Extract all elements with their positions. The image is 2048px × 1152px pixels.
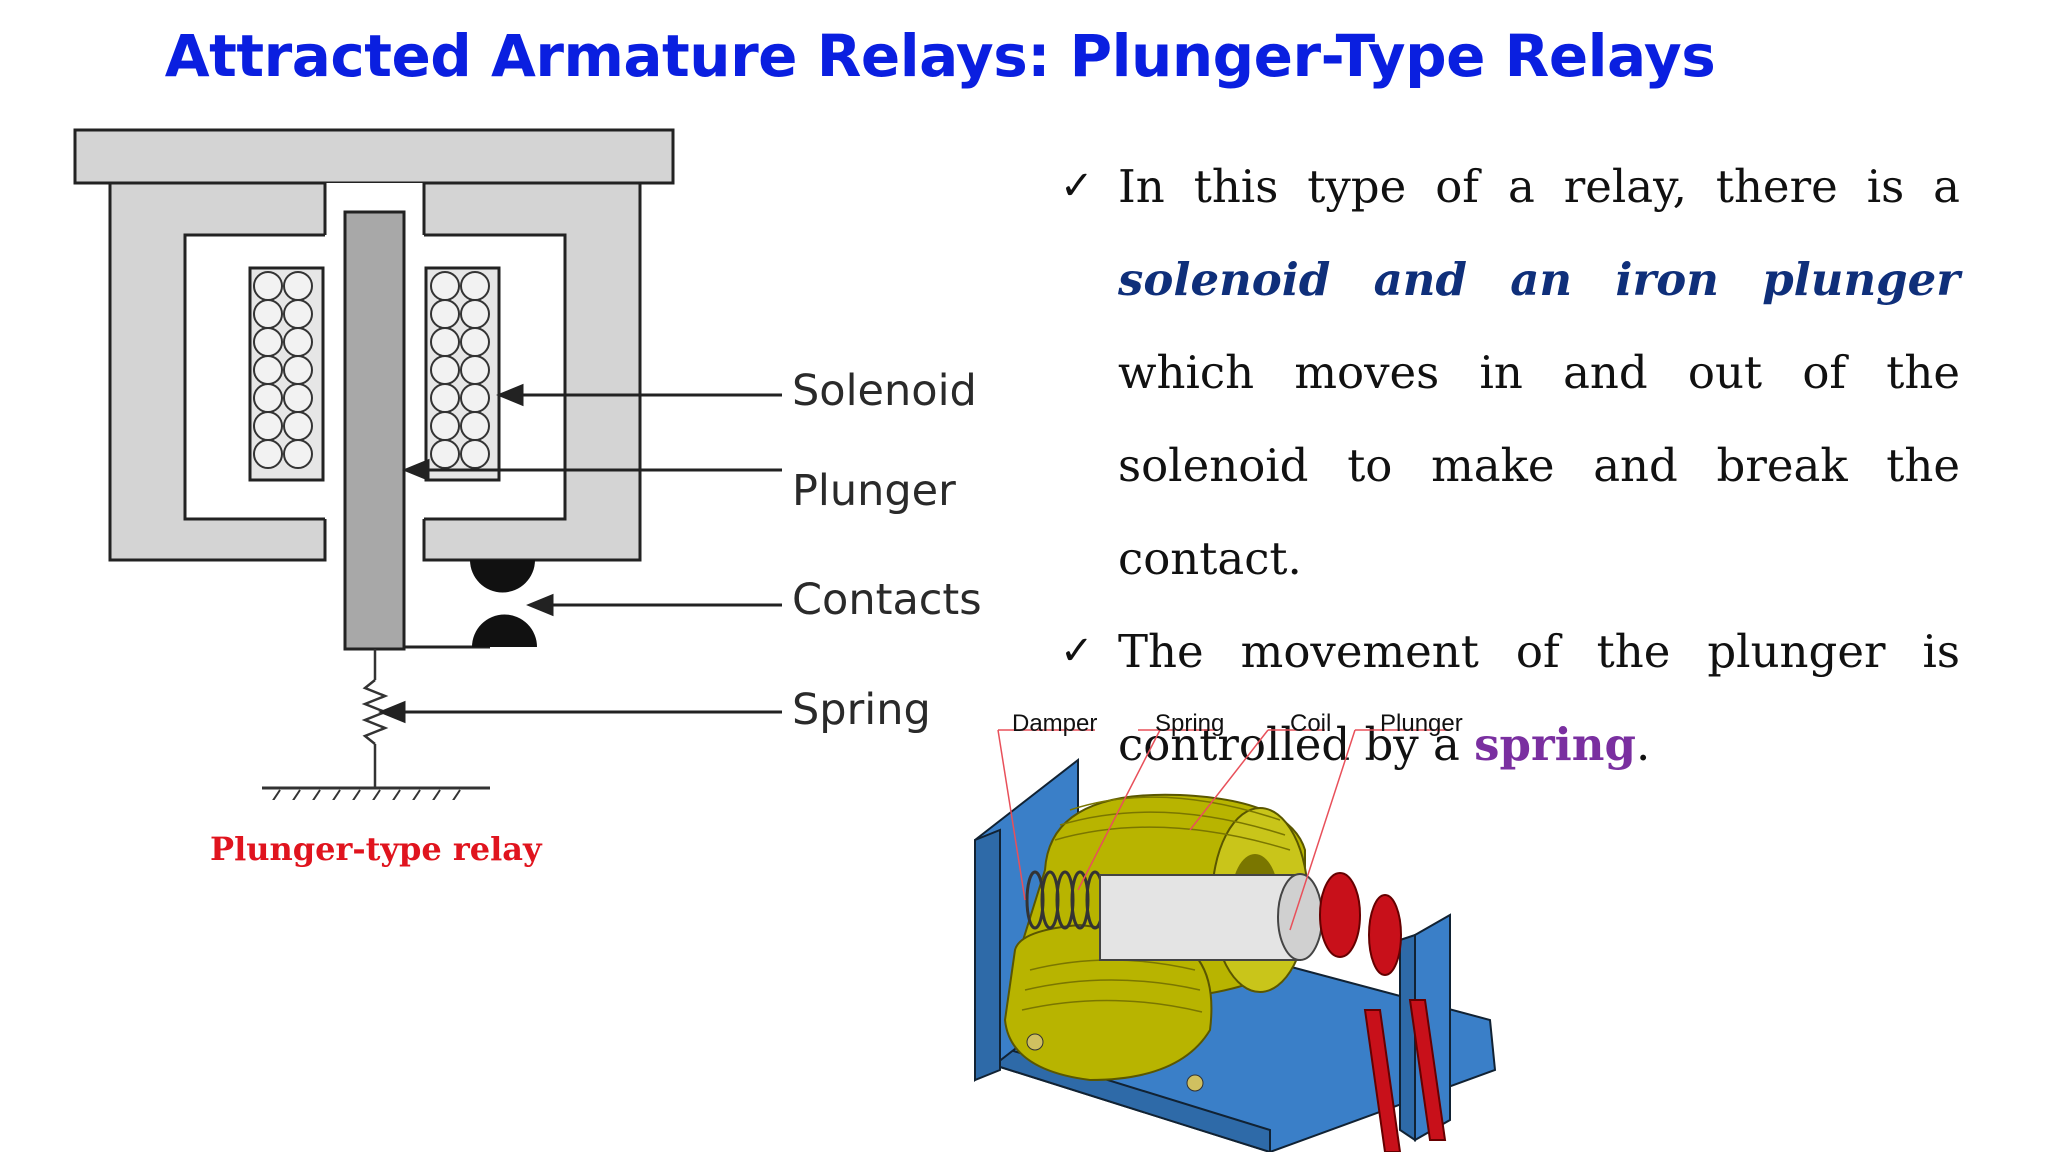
label-plunger: Plunger bbox=[792, 466, 956, 516]
checkmark-icon: ✓ bbox=[1060, 628, 1094, 674]
solenoid-coil-right bbox=[424, 266, 501, 482]
label-coil: Coil bbox=[1290, 710, 1332, 737]
label-damper: Damper bbox=[1012, 710, 1098, 737]
moving-contact bbox=[472, 614, 537, 647]
contact-leads bbox=[1363, 1009, 1402, 1152]
fixed-contact bbox=[470, 560, 535, 593]
plunger-3d bbox=[1099, 873, 1323, 961]
bullet-text: In this type of a relay, there is a bbox=[1118, 160, 1960, 213]
bullet-text: The movement of the plunger is controlle… bbox=[1118, 625, 1960, 771]
relay-3d-illustration bbox=[973, 729, 1497, 1152]
plunger bbox=[343, 210, 406, 651]
label-spring-3d: Spring bbox=[1155, 710, 1225, 737]
slide-title: Attracted Armature Relays: Plunger-Type … bbox=[164, 22, 1716, 90]
label-contacts: Contacts bbox=[792, 575, 982, 625]
label-plunger-3d: Plunger bbox=[1380, 710, 1463, 737]
label-solenoid: Solenoid bbox=[792, 366, 977, 416]
bullet-text: . bbox=[1635, 718, 1651, 771]
bullet-emphasis: spring bbox=[1474, 718, 1636, 771]
spring-3d bbox=[1025, 870, 1105, 930]
plunger-relay-schematic bbox=[73, 128, 782, 800]
bullet-list: ✓ In this type of a relay, there is a so… bbox=[1060, 140, 1960, 791]
diagram-caption: Plunger-type relay bbox=[210, 830, 542, 868]
bullet-emphasis: solenoid and an iron plunger bbox=[1118, 253, 1960, 306]
bullet-item: ✓ The movement of the plunger is control… bbox=[1060, 605, 1960, 791]
contact-head bbox=[1319, 872, 1361, 958]
bullet-item: ✓ In this type of a relay, there is a so… bbox=[1060, 140, 1960, 605]
label-spring: Spring bbox=[792, 685, 931, 735]
bullet-text: which moves in and out of the solenoid t… bbox=[1118, 346, 1960, 585]
solenoid-coil-left bbox=[248, 266, 325, 482]
yoke-top-bar bbox=[73, 128, 675, 185]
checkmark-icon: ✓ bbox=[1060, 163, 1094, 209]
